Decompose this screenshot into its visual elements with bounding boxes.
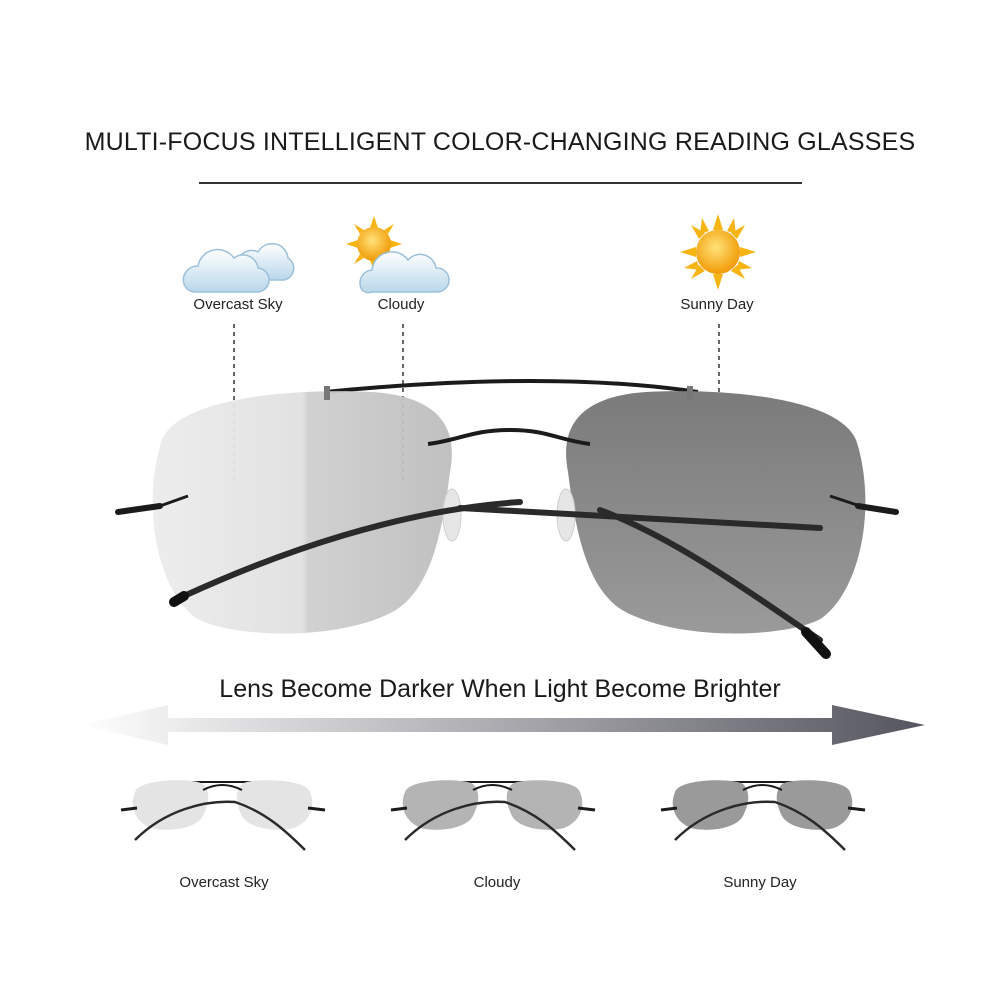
variant-glasses-cloudy xyxy=(390,780,596,851)
lens-right xyxy=(566,391,866,634)
darkening-arrow xyxy=(80,705,925,745)
variant-glasses-sunny xyxy=(660,780,866,851)
main-glasses-illustration xyxy=(115,324,899,659)
condition-label-overcast: Overcast Sky xyxy=(193,296,283,313)
title-divider xyxy=(199,182,802,184)
variant-label-sunny: Sunny Day xyxy=(723,874,797,891)
variant-glasses-overcast xyxy=(120,780,326,851)
page-title: MULTI-FOCUS INTELLIGENT COLOR-CHANGING R… xyxy=(84,128,916,156)
sun-cloud-icon xyxy=(346,216,450,294)
lens-left xyxy=(152,391,452,634)
variant-label-cloudy: Cloudy xyxy=(473,874,521,891)
variant-label-overcast: Overcast Sky xyxy=(179,874,269,891)
condition-label-sunny: Sunny Day xyxy=(680,296,754,313)
tagline: Lens Become Darker When Light Become Bri… xyxy=(219,675,781,703)
condition-label-cloudy: Cloudy xyxy=(377,296,425,313)
cloud-icon xyxy=(182,242,295,293)
sun-icon xyxy=(680,214,756,290)
